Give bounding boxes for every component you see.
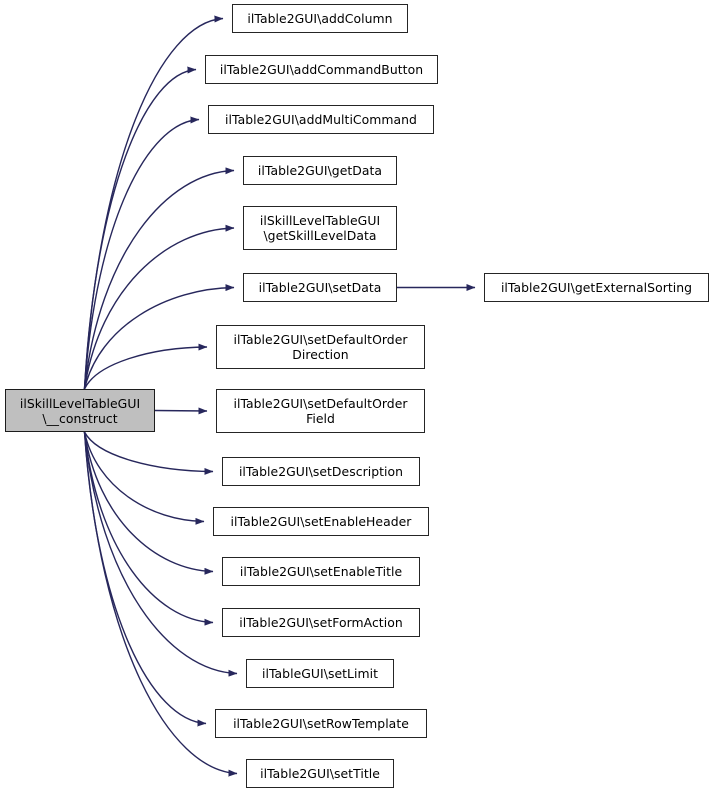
graph-edge-root-to-setRowTemplate xyxy=(83,431,207,727)
graph-edge-root-to-addColumn xyxy=(83,15,224,390)
graph-node-setRowTemplate[interactable]: ilTable2GUI\setRowTemplate xyxy=(215,709,427,738)
graph-node-setLimit[interactable]: ilTableGUI\setLimit xyxy=(246,659,394,688)
graph-edge-root-to-setData xyxy=(83,284,235,390)
graph-edge-root-to-setTitle xyxy=(83,431,238,777)
graph-edge-root-to-getData xyxy=(83,167,235,390)
graph-node-addCommandButton[interactable]: ilTable2GUI\addCommandButton xyxy=(205,55,438,84)
graph-edge-root-to-setFormAction xyxy=(83,431,214,626)
graph-node-label: ilSkillLevelTableGUI \getSkillLevelData xyxy=(259,213,381,243)
graph-node-getData[interactable]: ilTable2GUI\getData xyxy=(243,156,397,185)
graph-node-addMultiCommand[interactable]: ilTable2GUI\addMultiCommand xyxy=(208,105,434,134)
graph-node-label: ilTable2GUI\setFormAction xyxy=(239,615,403,630)
graph-node-getSkillLevelData[interactable]: ilSkillLevelTableGUI \getSkillLevelData xyxy=(243,206,397,250)
graph-node-setEnableTitle[interactable]: ilTable2GUI\setEnableTitle xyxy=(222,557,420,586)
graph-edge-root-to-setLimit xyxy=(83,431,238,677)
graph-node-setData[interactable]: ilTable2GUI\setData xyxy=(243,273,397,302)
graph-node-label: ilTable2GUI\addColumn xyxy=(247,11,393,26)
graph-node-label: ilTableGUI\setLimit xyxy=(261,666,379,681)
graph-node-root[interactable]: ilSkillLevelTableGUI \__construct xyxy=(5,389,155,432)
graph-node-label: ilTable2GUI\setEnableHeader xyxy=(230,514,412,529)
graph-node-setDescription[interactable]: ilTable2GUI\setDescription xyxy=(222,457,420,486)
graph-node-label: ilSkillLevelTableGUI \__construct xyxy=(19,395,141,426)
graph-edge-root-to-addCommandButton xyxy=(83,66,197,390)
graph-node-label: ilTable2GUI\getExternalSorting xyxy=(500,280,693,295)
graph-node-label: ilTable2GUI\setData xyxy=(258,280,382,295)
graph-node-getExternalSorting[interactable]: ilTable2GUI\getExternalSorting xyxy=(484,273,709,302)
graph-edge-root-to-setDefaultOrderField xyxy=(154,407,208,415)
graph-edge-root-to-setEnableHeader xyxy=(83,431,205,525)
graph-edge-root-to-setEnableTitle xyxy=(83,431,214,575)
graph-node-label: ilTable2GUI\addMultiCommand xyxy=(225,112,417,127)
graph-node-setEnableHeader[interactable]: ilTable2GUI\setEnableHeader xyxy=(213,507,429,536)
graph-node-setDefaultOrderField[interactable]: ilTable2GUI\setDefaultOrder Field xyxy=(216,389,425,433)
graph-node-label: ilTable2GUI\setDefaultOrder Direction xyxy=(233,332,408,362)
graph-node-setFormAction[interactable]: ilTable2GUI\setFormAction xyxy=(222,608,420,637)
graph-edge-root-to-addMultiCommand xyxy=(83,116,200,390)
graph-node-label: ilTable2GUI\setTitle xyxy=(260,766,380,781)
graph-node-label: ilTable2GUI\setEnableTitle xyxy=(239,564,403,579)
graph-node-setTitle[interactable]: ilTable2GUI\setTitle xyxy=(246,759,394,788)
graph-node-label: ilTable2GUI\setRowTemplate xyxy=(233,716,409,731)
edge-paths xyxy=(83,15,476,777)
graph-node-label: ilTable2GUI\getData xyxy=(257,163,383,178)
graph-node-label: ilTable2GUI\setDescription xyxy=(238,464,404,479)
graph-edge-root-to-setDefaultOrderDirection xyxy=(83,343,208,390)
graph-node-addColumn[interactable]: ilTable2GUI\addColumn xyxy=(232,4,408,33)
graph-edge-root-to-getSkillLevelData xyxy=(83,224,235,390)
graph-node-label: ilTable2GUI\setDefaultOrder Field xyxy=(233,396,408,426)
graph-node-label: ilTable2GUI\addCommandButton xyxy=(219,62,424,77)
graph-node-setDefaultOrderDirection[interactable]: ilTable2GUI\setDefaultOrder Direction xyxy=(216,325,425,369)
graph-edge-root-to-setDescription xyxy=(83,431,214,475)
